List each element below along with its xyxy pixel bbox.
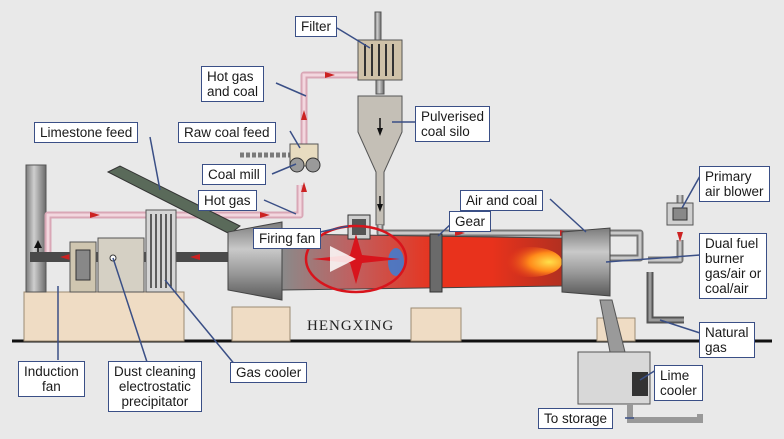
label-raw-coal-feed: Raw coal feed [178, 122, 276, 143]
label-line: Hot gas [207, 69, 254, 84]
label-line: gas/air or [705, 266, 762, 281]
label-line: fan [42, 379, 61, 394]
label-line: precipitator [121, 394, 189, 409]
hengxing-logo [304, 224, 408, 294]
label-line: burner [705, 251, 745, 266]
label-line: Induction [24, 364, 79, 379]
label-gas-cooler: Gas cooler [230, 362, 308, 383]
label-limestone-feed: Limestone feed [34, 122, 139, 143]
label-line: cooler [660, 383, 697, 398]
label-line: Lime [660, 368, 690, 383]
foundations [23, 291, 636, 342]
label-to-storage: To storage [538, 408, 614, 429]
label-induction-fan: Induction fan [18, 361, 85, 397]
kiln-firing-hood [561, 227, 611, 297]
label-hot-gas-and-coal: Hot gas and coal [201, 66, 265, 102]
kiln-flame [498, 247, 562, 277]
label-line: electrostatic [118, 379, 191, 394]
label-coal-mill: Coal mill [202, 164, 266, 185]
label-line: coal/air [705, 281, 749, 296]
label-primary-air-blower: Primary air blower [699, 166, 770, 202]
label-dust-cleaning-precipitator: Dust cleaning electrostatic precipitator [108, 361, 202, 412]
label-filter: Filter [295, 16, 337, 37]
label-line: gas [705, 340, 727, 355]
label-line: Primary [705, 169, 752, 184]
leader-lines [57, 27, 701, 419]
label-line: Dust cleaning [114, 364, 196, 379]
label-line: and coal [207, 84, 259, 99]
chimney-stack [25, 164, 47, 293]
label-line: air blower [705, 184, 764, 199]
label-hot-gas: Hot gas [198, 190, 257, 211]
limestone-feed-chute [106, 165, 241, 235]
label-natural-gas: Natural gas [699, 322, 755, 358]
label-line: coal silo [421, 124, 470, 139]
label-lime-cooler: Lime cooler [654, 365, 703, 401]
label-dual-fuel-burner: Dual fuel burner gas/air or coal/air [699, 233, 768, 299]
label-line: Dual fuel [705, 236, 759, 251]
label-gear: Gear [449, 211, 492, 232]
natural-gas-pipe [646, 272, 684, 324]
label-firing-fan: Firing fan [253, 228, 322, 249]
label-pulverised-coal-silo: Pulverised coal silo [415, 106, 491, 142]
kiln-gear [429, 233, 443, 293]
label-air-and-coal: Air and coal [460, 190, 544, 211]
label-line: Pulverised [421, 109, 485, 124]
brand-name: HENGXING [307, 318, 395, 334]
pulverised-coal-silo [357, 95, 403, 226]
label-line: Natural [705, 325, 749, 340]
